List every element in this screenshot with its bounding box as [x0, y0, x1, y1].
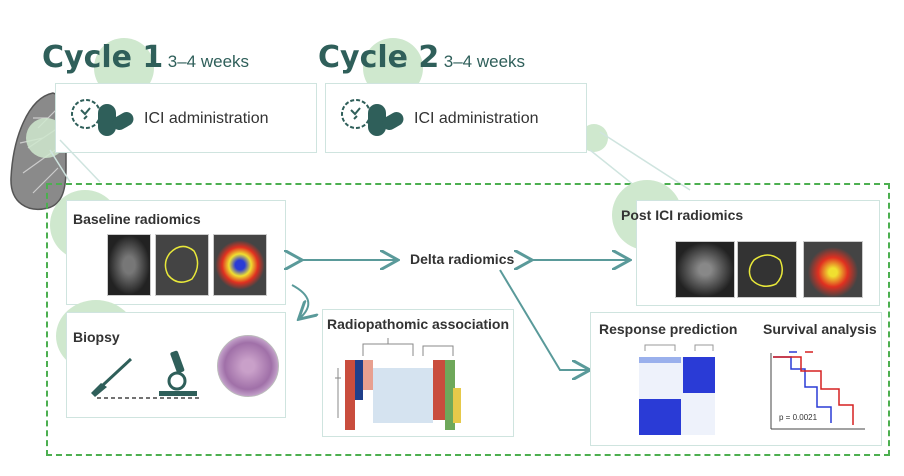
cycle1-title: Cycle 1 [42, 40, 164, 75]
radiopath-panel: Radiopathomic association [322, 309, 514, 437]
histology-image [217, 335, 279, 397]
cycle1-header: Cycle 1 3–4 weeks [42, 40, 249, 75]
survival-pvalue: p = 0.0021 [779, 413, 818, 422]
cycle2-duration: 3–4 weeks [443, 52, 526, 71]
cycle2-title: Cycle 2 [318, 40, 440, 75]
pill-icon [71, 99, 134, 136]
ct-scan-image [107, 234, 151, 296]
cycle1-ici-label: ICI administration [144, 110, 269, 127]
tumor-segmentation-image [737, 241, 797, 298]
post-label: Post ICI radiomics [621, 207, 744, 223]
radiopath-label: Radiopathomic association [327, 316, 510, 332]
microscope-icon [159, 350, 197, 396]
survival-curve [770, 349, 865, 430]
clustered-heatmap [335, 338, 461, 430]
delta-label: Delta radiomics [410, 251, 515, 267]
baseline-label: Baseline radiomics [73, 211, 201, 227]
prediction-panel: Response prediction Survival analysis p … [590, 312, 882, 446]
radiomics-heatmap-image [803, 241, 863, 298]
cycle2-ici-box: ICI administration [325, 83, 587, 153]
analysis-region [46, 183, 890, 456]
consensus-matrix [639, 344, 715, 435]
prediction-arrow [499, 269, 588, 370]
dashed-link [97, 397, 202, 399]
post-panel: Post ICI radiomics [621, 200, 880, 306]
cycle1-ici-box: ICI administration [55, 83, 317, 153]
survival-label: Survival analysis [763, 321, 877, 337]
biopsy-arrow [291, 284, 308, 318]
baseline-panel: Baseline radiomics [66, 200, 286, 305]
radiomics-heatmap-image [213, 234, 267, 296]
pill-icon [341, 99, 404, 136]
tumor-segmentation-image [155, 234, 209, 296]
scalpel-icon [91, 357, 133, 397]
cycle2-ici-label: ICI administration [414, 110, 539, 127]
biopsy-panel: Biopsy [66, 312, 286, 418]
ct-scan-image [675, 241, 735, 298]
cycle1-duration: 3–4 weeks [167, 52, 250, 71]
biopsy-label: Biopsy [73, 329, 120, 345]
cycle2-header: Cycle 2 3–4 weeks [318, 40, 525, 75]
response-label: Response prediction [599, 321, 738, 337]
